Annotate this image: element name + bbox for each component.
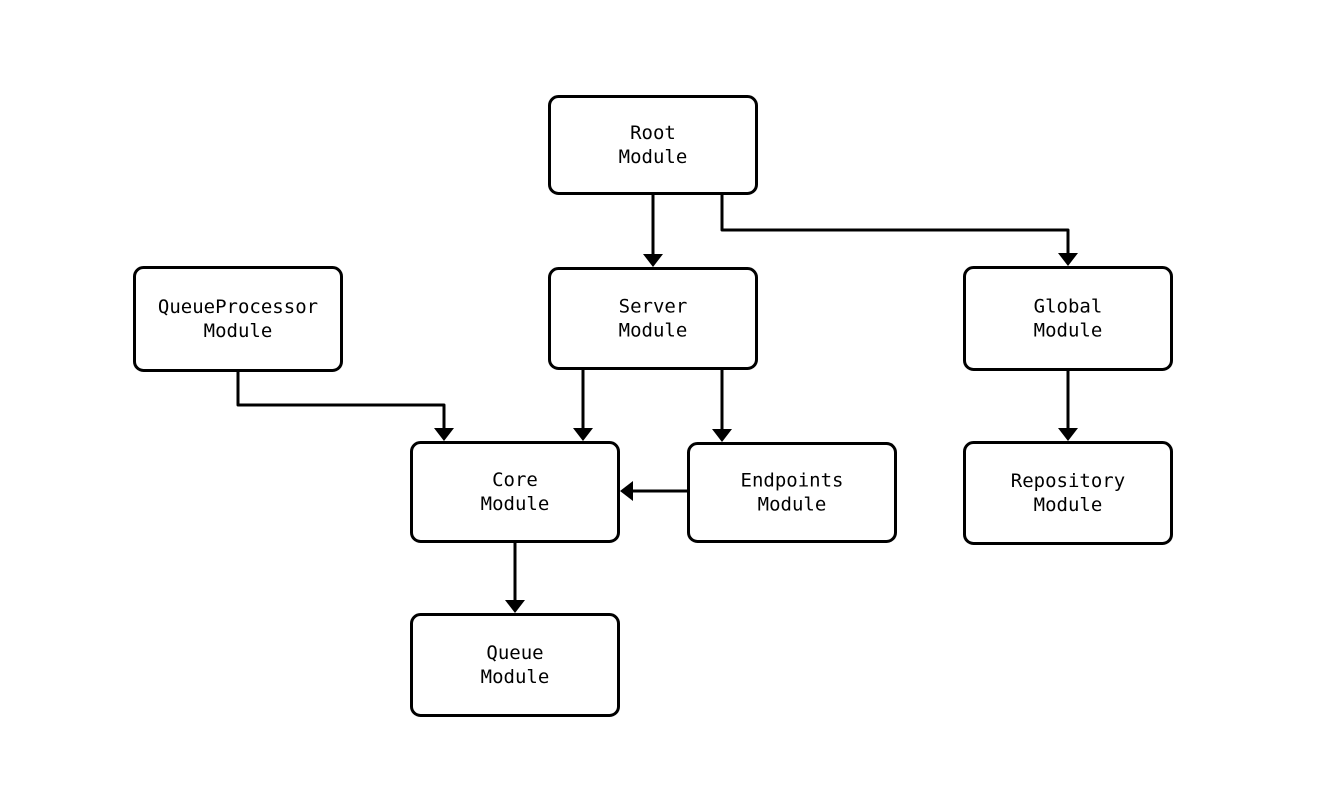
arrowhead-icon — [1058, 253, 1078, 266]
arrowhead-icon — [643, 254, 663, 267]
node-box[interactable] — [963, 266, 1173, 371]
edge-server-to-core — [573, 370, 593, 441]
node-box[interactable] — [687, 442, 897, 543]
edge-server-to-endpoints — [712, 370, 732, 442]
arrowhead-icon — [505, 600, 525, 613]
node-box[interactable] — [133, 266, 343, 372]
arrowhead-icon — [712, 429, 732, 442]
edge-root-to-server — [643, 195, 663, 267]
edge-core-to-queue — [505, 543, 525, 613]
edge-root-to-global — [720, 195, 1078, 266]
arrowhead-icon — [1058, 428, 1078, 441]
node-box[interactable] — [410, 613, 620, 717]
edge-global-to-repository — [1058, 371, 1078, 441]
arrowhead-icon — [573, 428, 593, 441]
node-box[interactable] — [548, 95, 758, 195]
node-box[interactable] — [963, 441, 1173, 545]
edge-queueprocessor-to-core — [236, 372, 454, 441]
edge-line — [720, 195, 1070, 255]
node-box[interactable] — [548, 267, 758, 370]
edge-endpoints-to-core — [620, 481, 687, 501]
arrowhead-icon — [620, 481, 633, 501]
edge-line — [236, 372, 446, 430]
arrowhead-icon — [434, 428, 454, 441]
node-box[interactable] — [410, 441, 620, 543]
edges-layer — [236, 195, 1078, 613]
